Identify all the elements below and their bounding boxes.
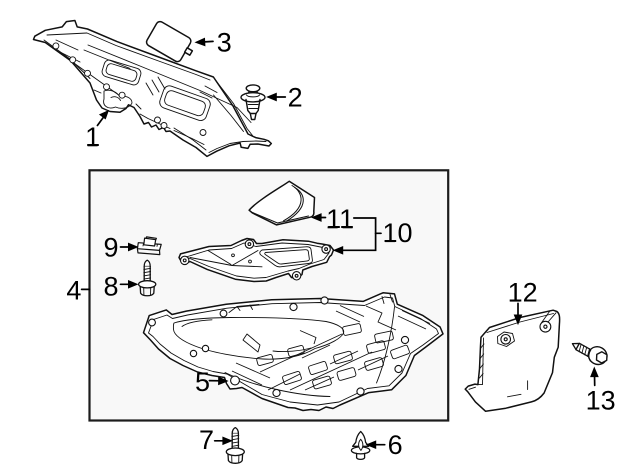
- svg-text:5: 5: [195, 367, 210, 397]
- svg-text:12: 12: [508, 278, 538, 308]
- svg-text:8: 8: [103, 272, 118, 302]
- svg-text:9: 9: [103, 233, 118, 263]
- svg-text:11: 11: [326, 204, 354, 234]
- svg-text:10: 10: [382, 218, 412, 248]
- svg-text:1: 1: [85, 122, 100, 152]
- svg-text:13: 13: [586, 385, 616, 415]
- svg-text:6: 6: [388, 430, 403, 460]
- svg-text:2: 2: [288, 82, 303, 112]
- svg-text:4: 4: [66, 275, 81, 305]
- svg-text:3: 3: [217, 28, 232, 58]
- svg-text:7: 7: [199, 425, 214, 455]
